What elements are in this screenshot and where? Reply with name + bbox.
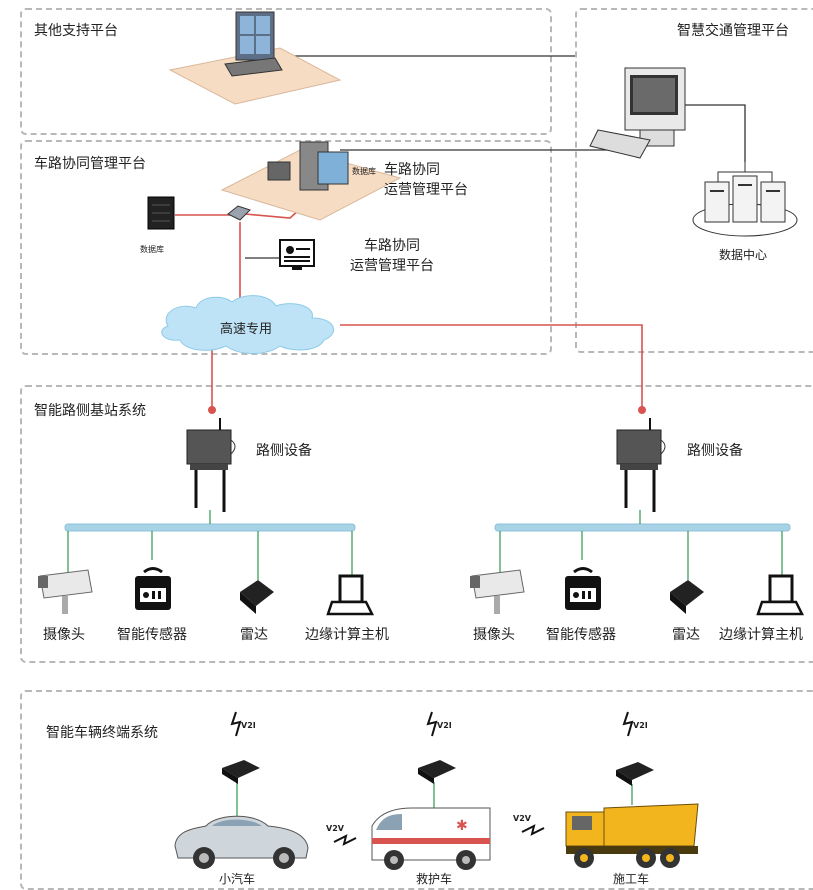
label-edge-host-right: 边缘计算主机 [719,627,803,643]
label-camera-left: 摄像头 [43,627,85,643]
zone-label-roadside-system: 智能路侧基站系统 [34,403,146,419]
link-node-left [208,406,216,414]
obu-icon-truck [616,762,654,786]
roadside-unit-left [186,418,236,512]
label-ops-platform-1: 车路协同 运营管理平台 [384,160,468,200]
label-roadside-left: 路侧设备 [256,443,312,459]
black-links [245,55,746,259]
label-sensor-right: 智能传感器 [546,627,616,643]
label-radar-left: 雷达 [240,627,268,643]
zone-label-vehicle-system: 智能车辆终端系统 [46,725,158,741]
zone-other-platform [20,8,552,135]
car-icon [174,815,309,869]
label-car: 小汽车 [219,872,256,886]
cloud-icon [161,295,335,354]
sensor-icon-left [135,567,171,610]
tag-v2i-ambulance: V2I [437,721,452,730]
label-ambulance: 救护车 [416,872,453,886]
ops-desk-icon: 数据库 [220,141,402,221]
edge-host-icon-right [756,574,805,616]
zone-label-other-platform: 其他支持平台 [34,23,118,39]
switch-icon [227,205,251,221]
label-ops-platform-2: 车路协同 运营管理平台 [350,236,434,276]
obu-icon-ambulance [418,760,456,784]
obu-icon-car [222,760,260,784]
bus-left [64,523,356,532]
workstation-icon [168,11,342,105]
zone-label-traffic-platform: 智慧交通管理平台 [677,23,789,39]
ambulance-icon: ✱ [371,807,491,870]
label-ops-platform-1-text: 车路协同 运营管理平台 [384,162,468,198]
camera-icon-right [470,569,525,614]
db-rack-icon [147,196,175,230]
svg-text:数据库: 数据库 [352,166,376,176]
lightning-icons [230,711,634,846]
label-data-center: 数据中心 [719,248,768,262]
sensor-icon-right [565,567,601,610]
bus-right [494,523,791,532]
edge-host-icon-left [326,574,375,616]
label-ops-platform-2-text: 车路协同 运营管理平台 [350,238,434,274]
label-radar-right: 雷达 [672,627,700,643]
camera-icon-left [38,569,93,614]
roadside-unit-right [616,418,666,512]
zone-v2x-platform [20,140,552,355]
svg-text:✱: ✱ [456,818,468,834]
pc-icon [589,67,686,159]
zone-label-v2x-platform: 车路协同管理平台 [34,156,146,172]
radar-icon-left [240,580,274,614]
link-node-right [638,406,646,414]
tag-v2v-ambulance-truck: V2V [513,814,531,823]
label-highway-network: 高速专用 [220,322,273,337]
label-truck: 施工车 [613,872,650,886]
label-sensor-left: 智能传感器 [117,627,187,643]
datacenter-icon [692,162,798,237]
tag-v2i-truck: V2I [633,721,648,730]
tag-v2v-car-ambulance: V2V [326,824,344,833]
monitor-icon [279,239,315,270]
zone-traffic-platform [575,8,813,353]
label-database-small: 数据库 [140,245,164,254]
label-edge-host-left: 边缘计算主机 [305,627,389,643]
tag-v2i-car: V2I [241,721,256,730]
label-roadside-right: 路侧设备 [687,443,743,459]
radar-icon-right [670,580,704,614]
truck-icon [565,803,699,868]
label-camera-right: 摄像头 [473,627,515,643]
zone-roadside-system [20,385,813,663]
